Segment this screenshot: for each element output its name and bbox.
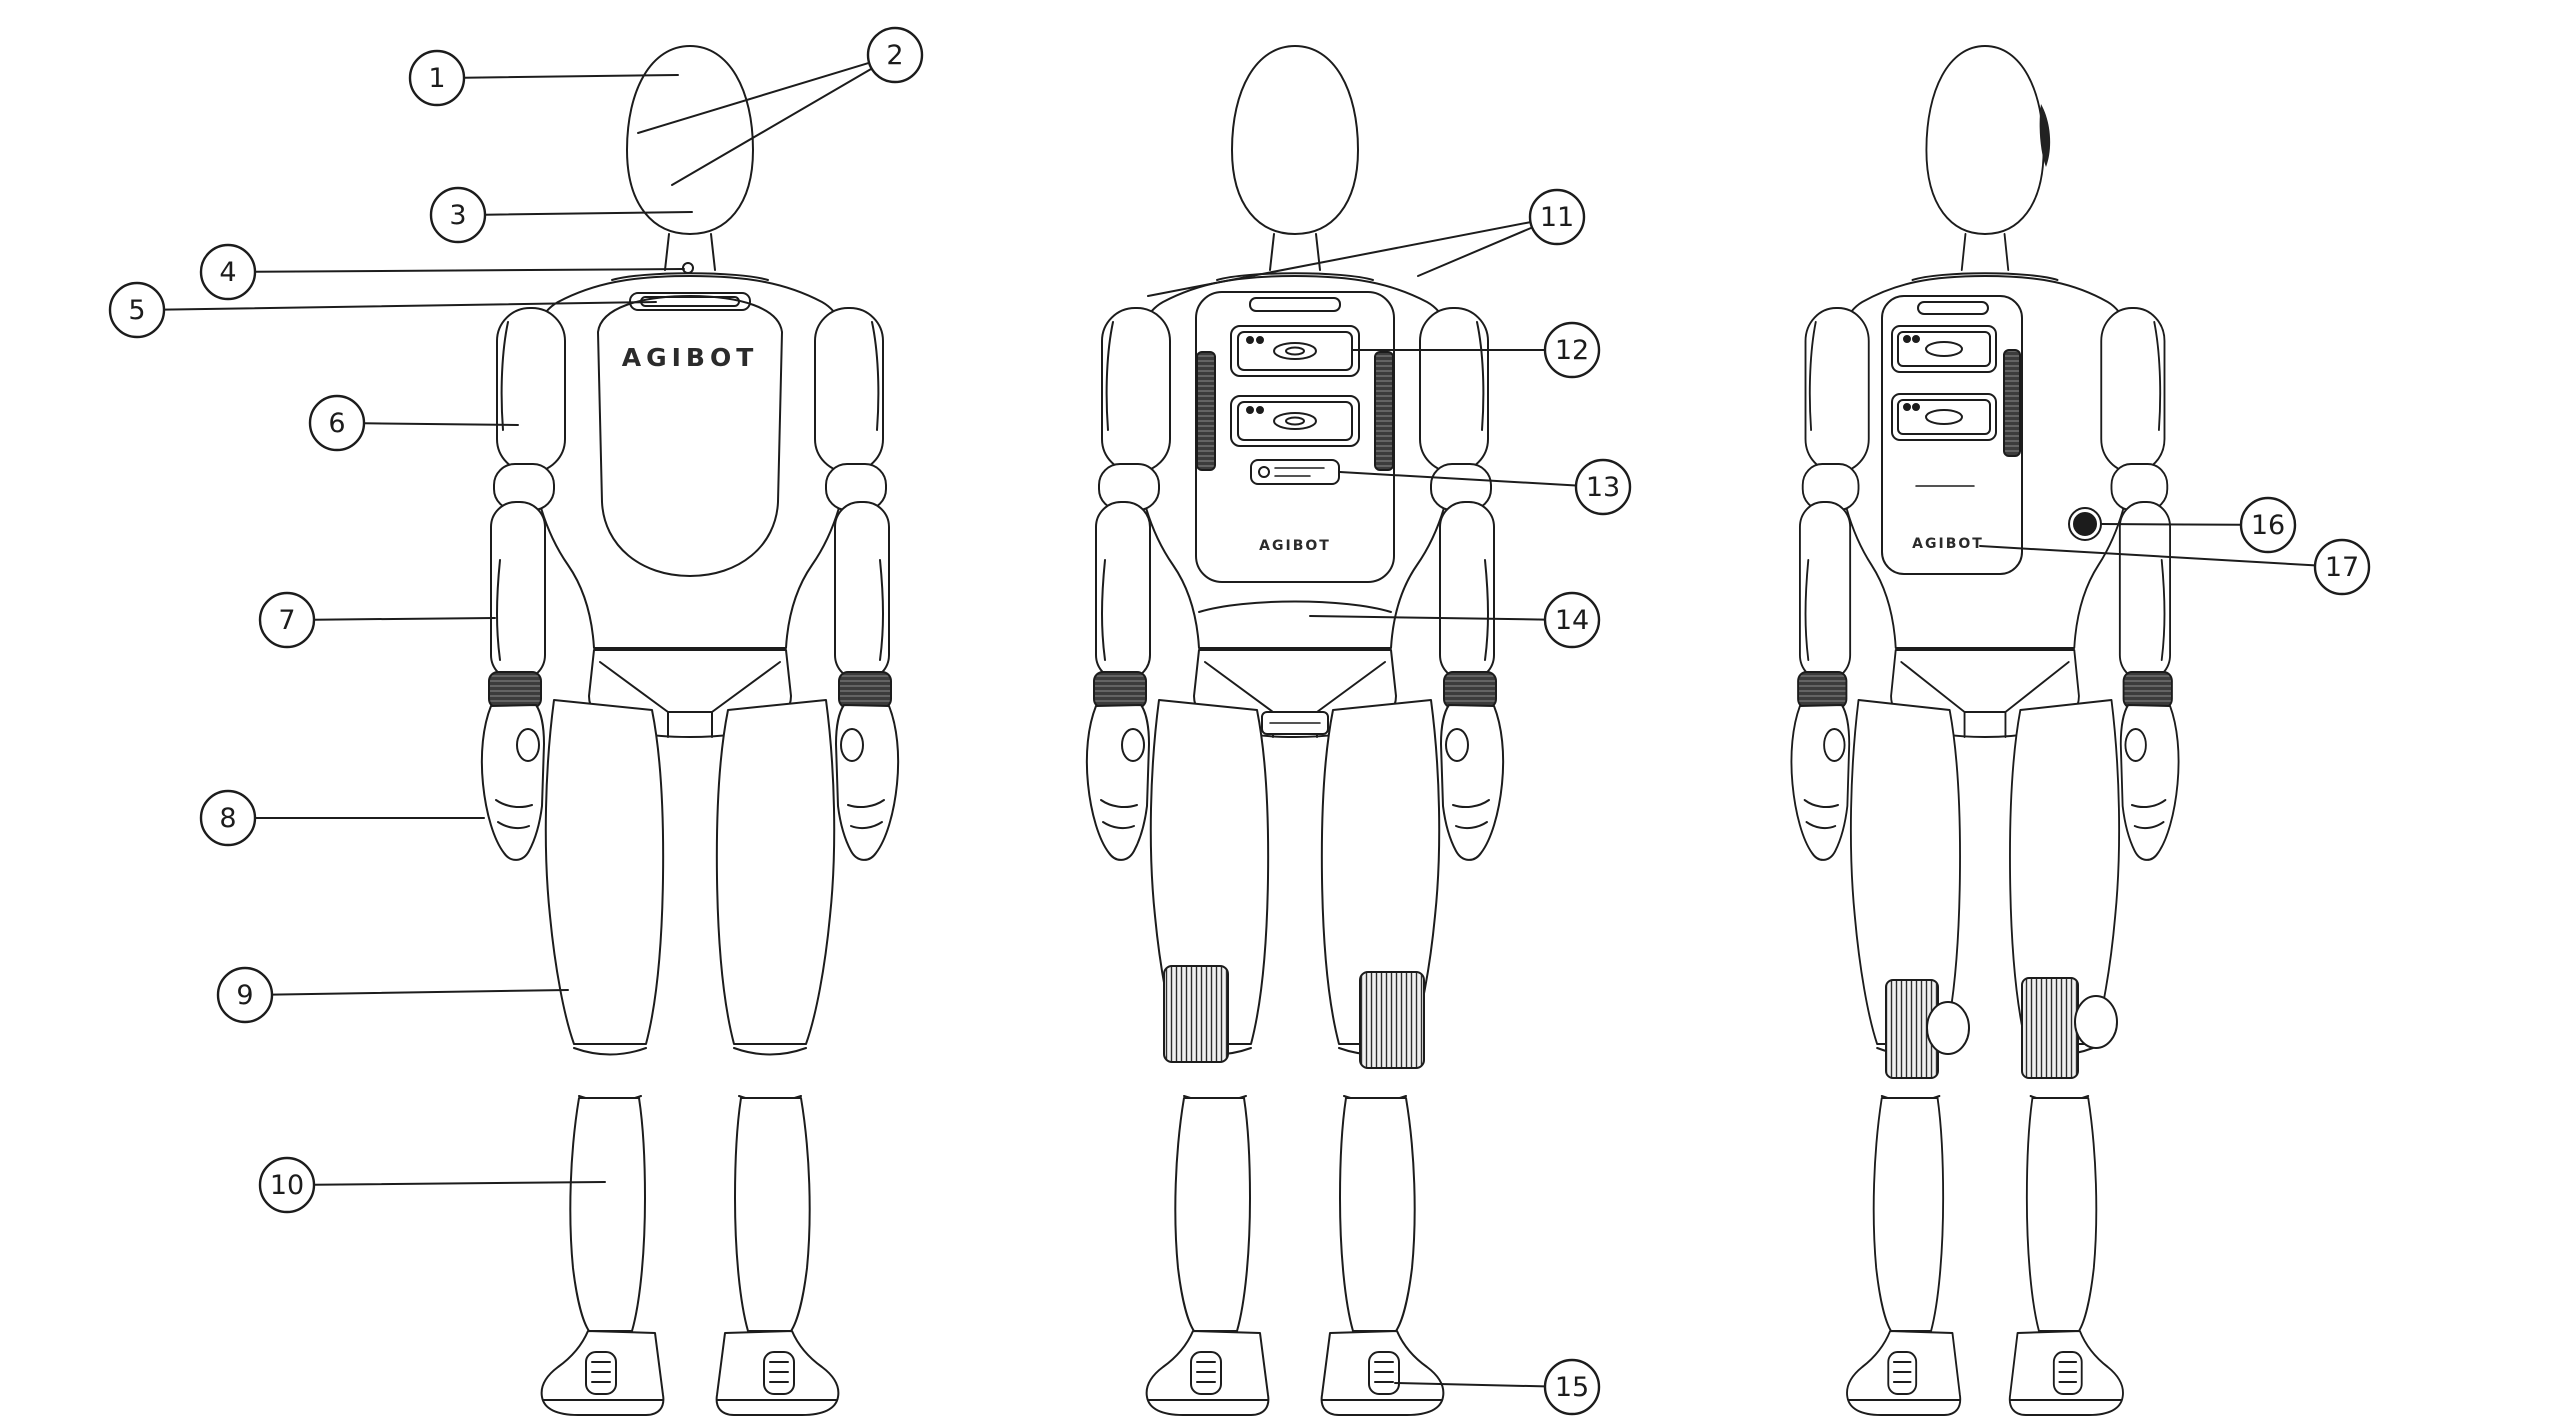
callout-4-circle: [199, 243, 257, 301]
left-calf-vent: [1163, 965, 1229, 1063]
callout-16: 16: [2101, 496, 2297, 554]
callout-10-number: 10: [270, 1170, 304, 1201]
callout-9-circle: [216, 966, 274, 1024]
callout-11: 11: [1147, 188, 1586, 297]
charging-port: [2073, 512, 2097, 536]
callout-6-number: 6: [328, 408, 345, 439]
power-switch-module: [1250, 459, 1340, 485]
backpack-angled-brand-logo: AGIBOT: [1912, 536, 1984, 552]
callout-9: 9: [216, 966, 569, 1024]
callout-7: 7: [258, 591, 496, 649]
callout-4-leader-line: [254, 268, 685, 273]
callout-8: 8: [199, 789, 485, 847]
right-calf-vent: [1359, 971, 1425, 1069]
callout-5-number: 5: [128, 295, 145, 326]
waist-seam: [1198, 600, 1392, 613]
callout-15-number: 15: [1555, 1372, 1589, 1403]
callout-14-circle: [1543, 591, 1601, 649]
callout-13-circle: [1574, 458, 1632, 516]
callout-6-circle: [308, 394, 366, 452]
callout-16-circle: [2239, 496, 2297, 554]
callout-2-leader-line: [637, 61, 871, 134]
callout-7-circle: [258, 591, 316, 649]
callout-17-leader-line: [1979, 545, 2316, 567]
callout-12-circle: [1543, 321, 1601, 379]
callout-17: 17: [1979, 538, 2371, 596]
front-body: [482, 46, 898, 1415]
robot-back-angled-view: AGIBOT: [1791, 46, 2178, 1415]
callout-5-leader-line: [163, 301, 657, 311]
callout-14-leader-line: [1309, 615, 1546, 621]
callout-1-leader-line: [463, 74, 679, 79]
callout-2: 2: [637, 26, 924, 186]
callout-13-leader-line: [1339, 471, 1577, 487]
callout-17-number: 17: [2325, 552, 2359, 583]
chest-brand-logo: AGIBOT: [622, 343, 759, 372]
callout-2-leader-line: [671, 67, 873, 186]
battery-module-1: [1230, 325, 1360, 377]
callout-16-number: 16: [2251, 510, 2285, 541]
callout-13: 13: [1339, 458, 1632, 516]
callout-16-leader-line: [2101, 523, 2242, 526]
callout-10: 10: [258, 1156, 606, 1214]
callout-1-number: 1: [428, 63, 445, 94]
callout-6-leader-line: [363, 422, 519, 426]
callout-10-leader-line: [313, 1181, 606, 1186]
callout-14-number: 14: [1555, 605, 1589, 636]
callout-3-number: 3: [449, 200, 466, 231]
callout-15: 15: [1394, 1358, 1601, 1416]
callout-15-leader-line: [1394, 1382, 1546, 1388]
backpack-left-vent: [1196, 351, 1216, 471]
backpack-right-vent: [1374, 351, 1394, 471]
callout-3: 3: [429, 186, 693, 244]
head-ear-notch: [2039, 104, 2051, 167]
callout-11-circle: [1528, 188, 1586, 246]
backpack-angled-vent: [2003, 349, 2021, 457]
callout-11-leader-line: [1147, 221, 1532, 297]
callout-1-circle: [408, 49, 466, 107]
callout-10-circle: [258, 1156, 316, 1214]
callout-7-number: 7: [278, 605, 295, 636]
backpack-brand-logo: AGIBOT: [1259, 538, 1331, 554]
callout-8-circle: [199, 789, 257, 847]
callout-2-number: 2: [886, 40, 903, 71]
callout-9-number: 9: [236, 980, 253, 1011]
callout-13-number: 13: [1586, 472, 1620, 503]
callout-14: 14: [1309, 591, 1601, 649]
callout-3-circle: [429, 186, 487, 244]
callout-12-number: 12: [1555, 335, 1589, 366]
backpack-angled-handle: [1917, 301, 1989, 315]
angled-body: [1791, 46, 2178, 1415]
right-knee-cap: [2074, 995, 2118, 1049]
robot-front-view: AGIBOT: [482, 46, 898, 1415]
right-knee-vent: [2021, 977, 2079, 1079]
left-knee-cap: [1926, 1001, 1970, 1055]
robot-back-view: AGIBOT: [1087, 46, 1503, 1415]
callout-11-leader-line: [1417, 226, 1534, 277]
callout-3-leader-line: [484, 211, 693, 216]
callout-8-number: 8: [219, 803, 236, 834]
backpack-handle: [1249, 297, 1341, 312]
chest-plate-contour: [597, 295, 783, 577]
callout-5-circle: [108, 281, 166, 339]
battery-module-2: [1230, 395, 1360, 447]
callout-4-number: 4: [219, 257, 236, 288]
callout-5: 5: [108, 281, 657, 339]
callout-17-circle: [2313, 538, 2371, 596]
callout-2-circle: [866, 26, 924, 84]
neck-camera: [682, 262, 694, 274]
callout-4: 4: [199, 243, 685, 301]
battery-module-angled-1: [1891, 325, 1997, 373]
callout-1: 1: [408, 49, 679, 107]
callout-9-leader-line: [271, 989, 569, 996]
callout-11-number: 11: [1540, 202, 1574, 233]
callout-12: 12: [1351, 321, 1601, 379]
callout-15-circle: [1543, 1358, 1601, 1416]
callout-7-leader-line: [313, 617, 496, 621]
callout-6: 6: [308, 394, 519, 452]
battery-module-angled-2: [1891, 393, 1997, 441]
